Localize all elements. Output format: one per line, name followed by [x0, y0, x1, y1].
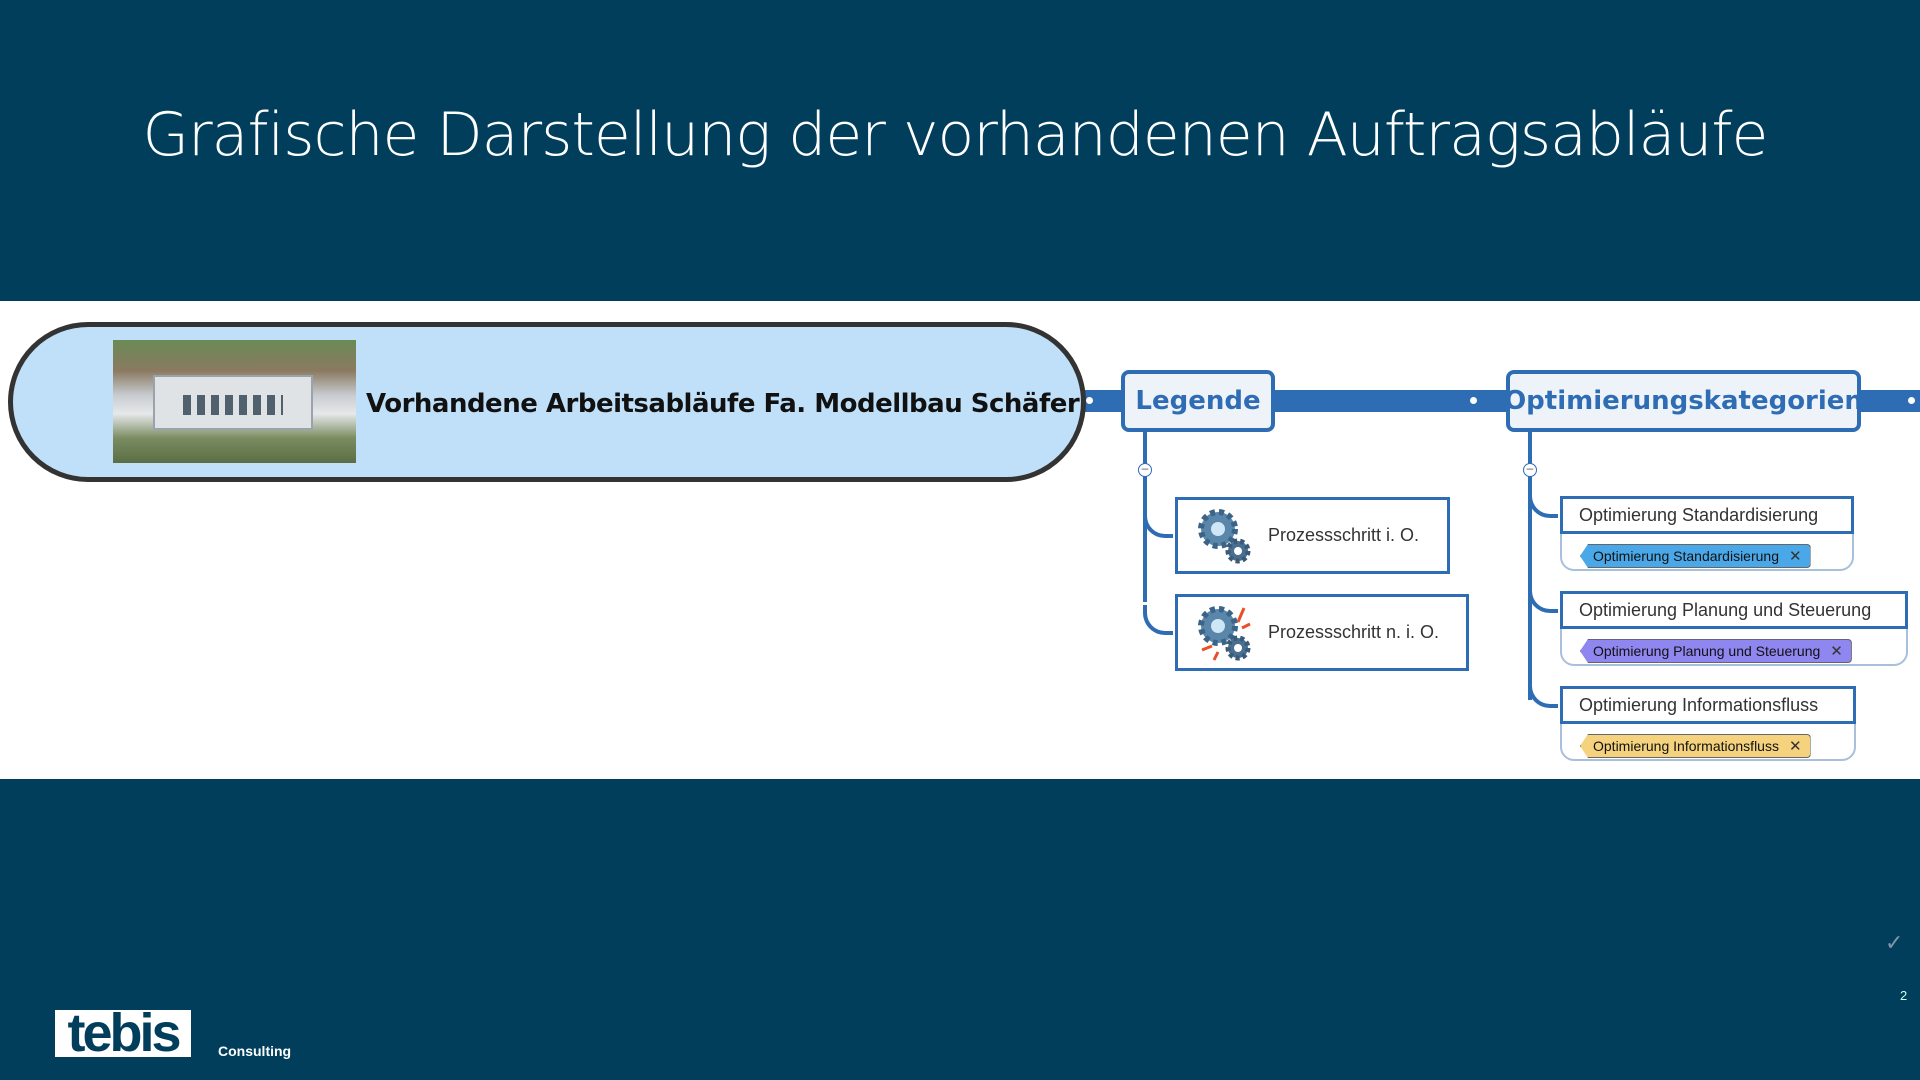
categories-branch-line: [1528, 432, 1532, 700]
tag-label: Optimierung Standardisierung: [1593, 548, 1779, 564]
collapse-categories-button[interactable]: –: [1523, 462, 1537, 477]
category-label: Optimierung Standardisierung: [1560, 496, 1854, 534]
central-topic[interactable]: Vorhandene Arbeitsabläufe Fa. Modellbau …: [8, 322, 1086, 482]
category-tag[interactable]: Optimierung Informationsfluss ✕: [1580, 734, 1811, 758]
branch-connector: [1528, 488, 1558, 518]
categories-topic[interactable]: Optimierungskategorien: [1504, 370, 1863, 432]
slide-title: Grafische Darstellung der vorhandenen Au…: [142, 100, 1769, 170]
category-tag[interactable]: Optimierung Standardisierung ✕: [1580, 544, 1811, 568]
legend-item-label: Prozessschritt n. i. O.: [1268, 622, 1440, 642]
branch-connector: [1528, 678, 1558, 708]
category-label: Optimierung Informationsfluss: [1560, 686, 1856, 724]
branch-connector: [1143, 508, 1173, 538]
gears-broken-icon: [1198, 605, 1251, 661]
collapse-legend-button[interactable]: –: [1138, 462, 1152, 477]
tag-label: Optimierung Informationsfluss: [1593, 738, 1779, 754]
building-photo: [113, 340, 356, 463]
connector-dot: [1086, 397, 1093, 404]
category-label: Optimierung Planung und Steuerung: [1560, 591, 1908, 629]
connector-dot: [1470, 397, 1477, 404]
legend-item[interactable]: Prozessschritt n. i. O.: [1175, 594, 1469, 671]
category-item[interactable]: Optimierung Standardisierung Optimierung…: [1560, 496, 1854, 571]
logo-subtitle: Consulting: [218, 1043, 292, 1059]
remove-tag-icon[interactable]: ✕: [1789, 548, 1802, 565]
legend-item-label: Prozessschritt i. O.: [1268, 525, 1420, 545]
central-topic-label: Vorhandene Arbeitsabläufe Fa. Modellbau …: [366, 389, 1080, 419]
remove-tag-icon[interactable]: ✕: [1788, 738, 1802, 755]
tag-label: Optimierung Planung und Steuerung: [1593, 643, 1821, 659]
branch-connector: [1528, 583, 1558, 613]
remove-tag-icon[interactable]: ✕: [1830, 643, 1843, 660]
legend-item[interactable]: Prozessschritt i. O.: [1175, 497, 1450, 574]
gears-icon: [1198, 508, 1251, 563]
category-tag[interactable]: Optimierung Planung und Steuerung ✕: [1580, 639, 1852, 663]
branch-connector: [1143, 605, 1173, 635]
legend-topic[interactable]: Legende: [1121, 370, 1275, 432]
category-item[interactable]: Optimierung Informationsfluss Optimierun…: [1560, 686, 1856, 761]
tebis-logo: tebis: [55, 1010, 191, 1057]
page-number: 2: [1900, 988, 1908, 1003]
connector-dot: [1908, 397, 1915, 404]
checkmark-icon: ✓: [1885, 930, 1904, 955]
category-item[interactable]: Optimierung Planung und Steuerung Optimi…: [1560, 591, 1908, 666]
